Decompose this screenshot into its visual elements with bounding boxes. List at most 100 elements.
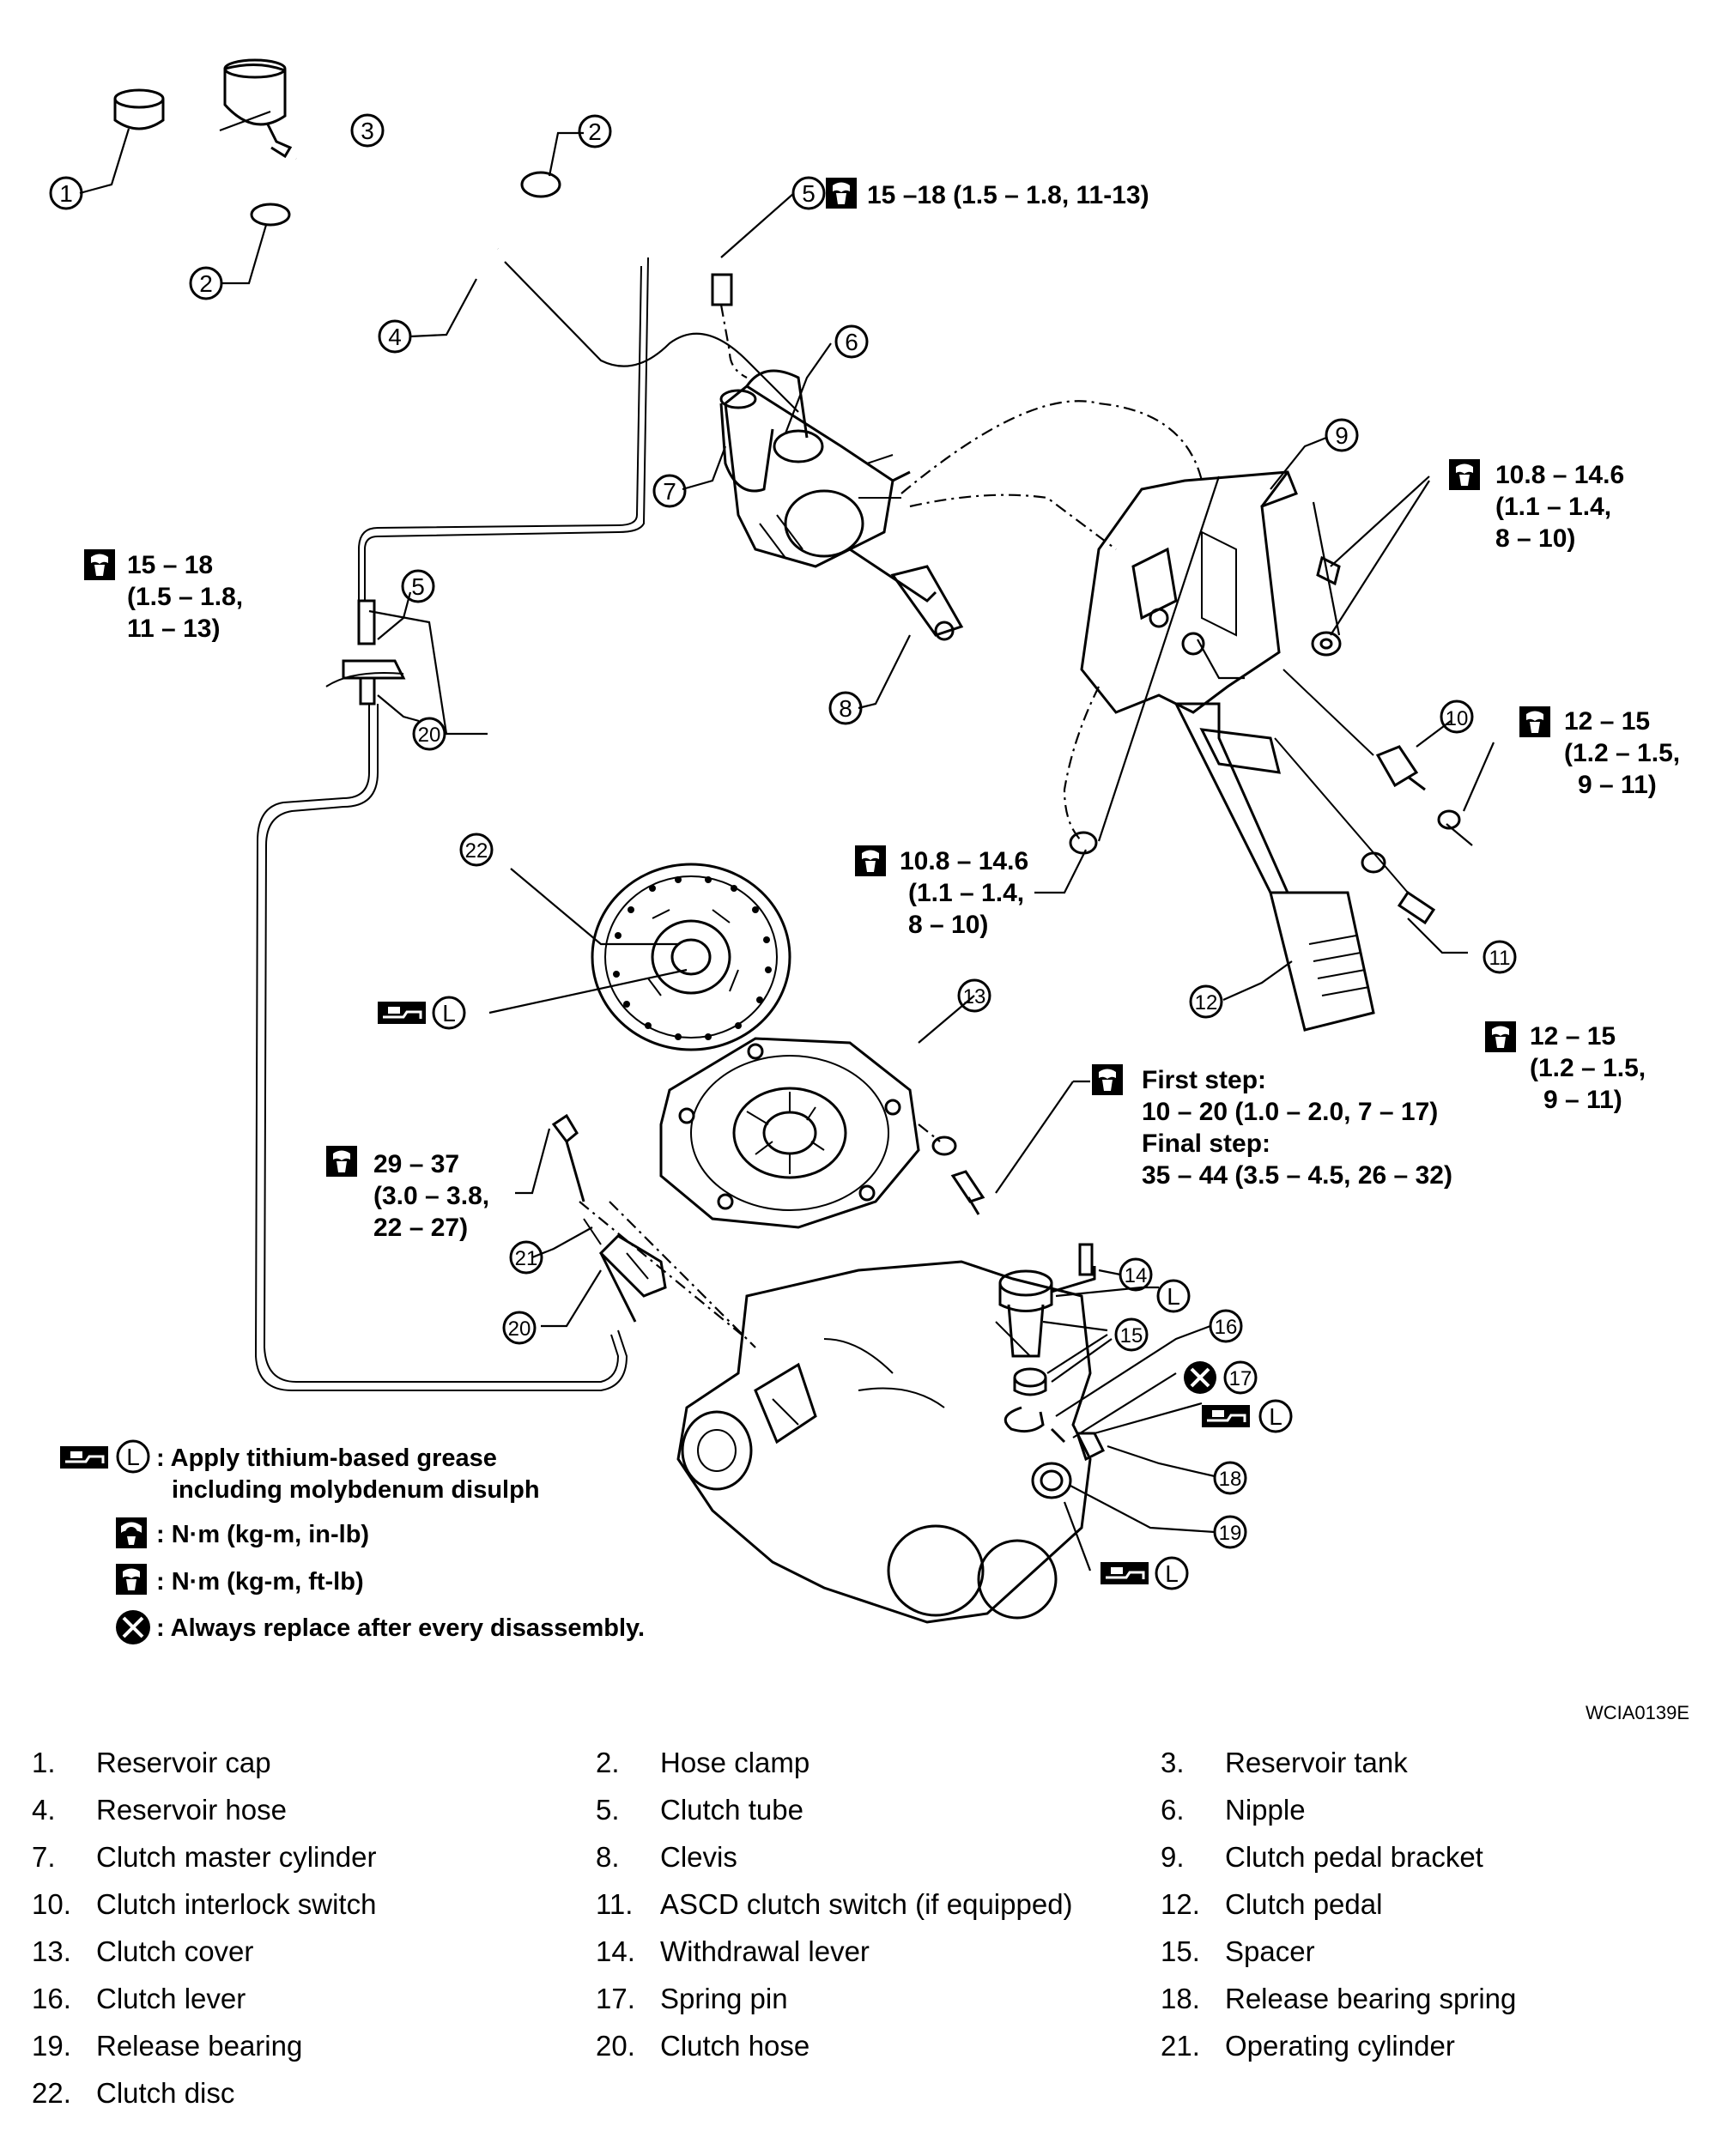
list-item: 7.Clutch master cylinder xyxy=(32,1841,377,1873)
svg-text:10.8 – 14.6: 10.8 – 14.6 xyxy=(1495,461,1624,489)
list-item: 3.Reservoir tank xyxy=(1161,1747,1408,1778)
list-item: 4.Reservoir hose xyxy=(32,1794,287,1826)
svg-text:15 –18 (1.5 – 1.8, 11-13): 15 –18 (1.5 – 1.8, 11-13) xyxy=(867,181,1149,209)
list-item: 2.Hose clamp xyxy=(596,1747,810,1778)
svg-text:10: 10 xyxy=(1446,707,1469,730)
svg-text:11: 11 xyxy=(1489,947,1511,970)
grease-withdrawal-lever: L xyxy=(1156,1279,1191,1313)
clutch-tube xyxy=(358,211,748,601)
svg-text:10.8 – 14.6: 10.8 – 14.6 xyxy=(900,847,1028,875)
callout-6: 6 xyxy=(834,324,869,359)
grease-release-bearing-spring: L xyxy=(1200,1399,1293,1433)
list-item: 17.Spring pin xyxy=(596,1983,788,2014)
release-bearing xyxy=(1031,1462,1072,1499)
svg-text:Final step:: Final step: xyxy=(1142,1129,1270,1158)
svg-text:11 – 13): 11 – 13) xyxy=(127,615,220,643)
figure-code: WCIA0139E xyxy=(1586,1702,1689,1723)
list-item: 1.Reservoir cap xyxy=(32,1747,271,1778)
svg-text:22: 22 xyxy=(465,839,488,863)
pedal-nut xyxy=(1069,831,1098,855)
svg-text:(1.5 – 1.8,: (1.5 – 1.8, xyxy=(127,583,243,611)
svg-text:7: 7 xyxy=(663,478,676,505)
callout-19: 19 xyxy=(1213,1515,1247,1549)
grease-clutch-disc: L xyxy=(376,996,466,1030)
callout-13: 13 xyxy=(957,978,991,1013)
svg-text:29 – 37: 29 – 37 xyxy=(373,1150,459,1178)
callout-5b: 5 xyxy=(401,569,435,603)
svg-text:5: 5 xyxy=(802,180,816,207)
svg-text:22 – 27): 22 – 27) xyxy=(373,1214,468,1242)
list-item: 8.Clevis xyxy=(596,1841,737,1873)
list-item: 21.Operating cylinder xyxy=(1161,2030,1455,2062)
svg-text:(1.2 – 1.5,: (1.2 – 1.5, xyxy=(1530,1054,1646,1082)
spring-pin xyxy=(1050,1427,1066,1444)
clutch-pedal xyxy=(1173,702,1375,1032)
svg-text:(1.1 – 1.4,: (1.1 – 1.4, xyxy=(908,879,1024,907)
legend-torque-ftlb: : N·m (kg-m, ft-lb) xyxy=(116,1564,364,1596)
list-item: 13.Clutch cover xyxy=(32,1935,254,1967)
transaxle-housing xyxy=(676,1260,1092,1624)
svg-text:3: 3 xyxy=(361,118,374,144)
callout-2a: 2 xyxy=(578,114,612,148)
callouts: 1 2 2 3 4 5 5 6 7 8 9 10 11 12 13 14 15 … xyxy=(49,113,1517,1549)
torque-bracket: 10.8 – 14.6 (1.1 – 1.4, 8 – 10) xyxy=(1449,459,1624,553)
leader-lines xyxy=(79,110,1495,1572)
svg-text:35 – 44 (3.5 – 4.5, 26 – 32): 35 – 44 (3.5 – 4.5, 26 – 32) xyxy=(1142,1161,1452,1190)
svg-text:8 – 10): 8 – 10) xyxy=(908,911,988,939)
operating-cylinder xyxy=(551,1113,667,1323)
svg-text:8: 8 xyxy=(839,695,852,722)
callout-12: 12 xyxy=(1189,984,1223,1019)
list-item: 18.Release bearing spring xyxy=(1161,1983,1517,2014)
list-item: 20.Clutch hose xyxy=(596,2030,810,2062)
ascd-clutch-switch xyxy=(1274,737,1436,925)
reservoir-cap xyxy=(113,88,165,130)
svg-text:21: 21 xyxy=(515,1247,538,1270)
svg-text:: Apply tithium-based grease: : Apply tithium-based grease xyxy=(156,1444,497,1472)
svg-text:6: 6 xyxy=(845,329,858,355)
svg-text:L: L xyxy=(126,1444,140,1470)
svg-text:12: 12 xyxy=(1195,991,1218,1014)
list-item: 9.Clutch pedal bracket xyxy=(1161,1841,1483,1873)
list-item: 19.Release bearing xyxy=(32,2030,303,2062)
svg-text:9 – 11): 9 – 11) xyxy=(1578,771,1657,799)
callout-17: 17 xyxy=(1223,1360,1258,1395)
svg-text:(3.0 – 3.8,: (3.0 – 3.8, xyxy=(373,1182,489,1210)
torque-ascd-switch: 12 – 15 (1.2 – 1.5, 9 – 11) xyxy=(1485,1021,1646,1114)
svg-text:L: L xyxy=(1167,1283,1180,1310)
list-item: 5.Clutch tube xyxy=(596,1794,803,1826)
svg-text:2: 2 xyxy=(588,118,602,145)
callout-21: 21 xyxy=(509,1240,543,1275)
svg-text:: N·m (kg-m, ft-lb): : N·m (kg-m, ft-lb) xyxy=(156,1568,364,1596)
svg-text:12 – 15: 12 – 15 xyxy=(1564,707,1650,736)
callout-5a: 5 xyxy=(791,176,826,210)
clutch-pedal-bracket xyxy=(1080,470,1298,714)
callout-4: 4 xyxy=(378,319,412,354)
svg-text:L: L xyxy=(1269,1403,1282,1430)
withdrawal-lever xyxy=(998,1243,1096,1358)
svg-text:: N·m (kg-m, in-lb): : N·m (kg-m, in-lb) xyxy=(156,1521,369,1548)
legend-replace: : Always replace after every disassembly… xyxy=(116,1610,645,1644)
svg-text:18: 18 xyxy=(1219,1468,1242,1491)
svg-text:14: 14 xyxy=(1125,1264,1148,1287)
svg-text:L: L xyxy=(442,1000,456,1027)
torque-operating-cylinder: 29 – 37 (3.0 – 3.8, 22 – 27) xyxy=(326,1146,489,1242)
svg-text:8 – 10): 8 – 10) xyxy=(1495,524,1575,553)
torque-interlock-switch: 12 – 15 (1.2 – 1.5, 9 – 11) xyxy=(1519,706,1680,799)
release-bearing-spring xyxy=(1075,1432,1106,1462)
callout-20b: 20 xyxy=(502,1311,537,1345)
clutch-disc xyxy=(591,863,791,1051)
spacer xyxy=(1013,1367,1047,1396)
svg-text:10 – 20 (1.0 – 2.0, 7 – 17): 10 – 20 (1.0 – 2.0, 7 – 17) xyxy=(1142,1098,1438,1126)
reservoir-tank xyxy=(223,58,293,159)
callout-18: 18 xyxy=(1213,1461,1247,1495)
torque-5-top: 15 –18 (1.5 – 1.8, 11-13) xyxy=(826,178,1149,209)
replace-icon-spring-pin xyxy=(1184,1361,1216,1394)
list-item: 11.ASCD clutch switch (if equipped) xyxy=(596,1888,1073,1920)
callout-15: 15 xyxy=(1114,1317,1149,1352)
svg-text:17: 17 xyxy=(1229,1367,1252,1390)
legend-torque-inlb: : N·m (kg-m, in-lb) xyxy=(116,1517,369,1548)
clutch-cover xyxy=(659,1037,920,1229)
list-item: 12.Clutch pedal xyxy=(1161,1888,1383,1920)
svg-text:First step:: First step: xyxy=(1142,1066,1266,1094)
